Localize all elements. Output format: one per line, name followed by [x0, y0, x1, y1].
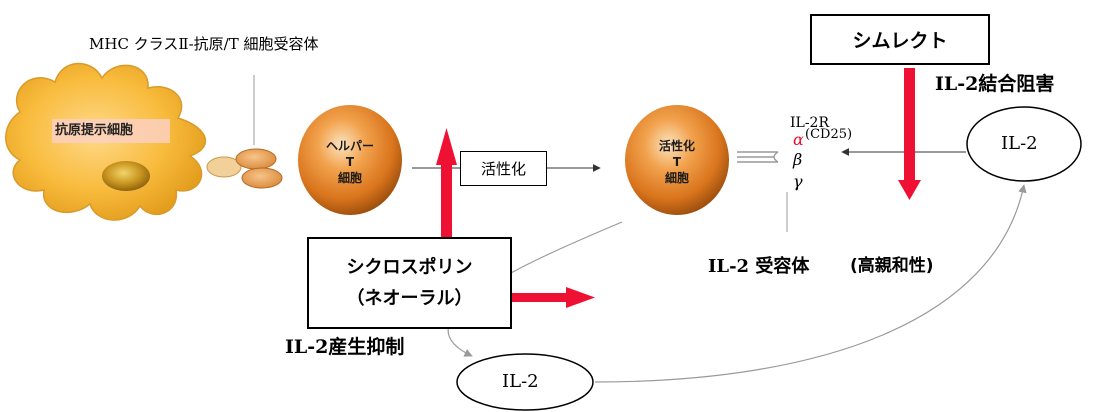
- cyclosporin-inhibition-arrow: [436, 128, 457, 240]
- helper-t-cell: [298, 105, 402, 215]
- il2-production-inhibition-label: IL-2産生抑制: [285, 336, 405, 358]
- cyclosporin-box: シクロスポリン （ネオーラル）: [307, 237, 512, 329]
- high-affinity-label: (高親和性): [850, 256, 934, 276]
- simulect-label: シムレクト: [852, 30, 948, 52]
- simulect-box: シムレクト: [810, 14, 990, 65]
- activation-box: 活性化: [460, 151, 547, 186]
- il2-top-label: IL-2: [1001, 133, 1038, 154]
- il2-receptor-label: IL-2 受容体: [708, 256, 810, 277]
- activated-t-line1: 活性化: [658, 139, 695, 153]
- mhc-tcr-complex: [206, 148, 283, 189]
- activated-t-cell: [625, 105, 729, 215]
- il2r-gamma: γ: [793, 172, 803, 191]
- cyclosporin-line1: シクロスポリン: [346, 256, 473, 278]
- mhc-complex-label: MHC クラスⅡ-抗原/T 細胞受容体: [89, 35, 319, 53]
- circulation-curve: [594, 184, 1027, 383]
- helper-t-cell-label: ヘルパー T 細胞: [318, 138, 382, 187]
- il2r-cd25: (CD25): [805, 127, 853, 142]
- il2-bottom-ellipse: [456, 353, 594, 411]
- antigen-presenting-cell: [5, 62, 207, 221]
- il2-binding-inhibition-label: IL-2結合阻害: [935, 73, 1055, 95]
- il2-top-ellipse: [966, 106, 1082, 182]
- activated-t-line2: T: [672, 155, 682, 170]
- cyclosporin-line2: （ネオーラル）: [346, 288, 473, 309]
- activated-t-line3: 細胞: [664, 171, 689, 186]
- il2r-beta: β: [793, 150, 803, 169]
- il2-production-inhibition-arrow: [512, 287, 595, 308]
- il2r-title: IL-2R: [790, 115, 830, 131]
- activated-t-cell-label: 活性化 T 細胞: [645, 138, 709, 187]
- activation-label: 活性化: [480, 160, 526, 178]
- simulect-inhibition-arrow: [898, 68, 921, 200]
- apc-label: 抗原提示細胞: [55, 123, 134, 138]
- il2r-alpha: α: [793, 130, 804, 149]
- helper-t-line3: 細胞: [337, 171, 362, 186]
- il2-receptor-lines: [737, 151, 779, 163]
- il2-bottom-label: IL-2: [502, 371, 539, 392]
- helper-t-line1: ヘルパー: [325, 139, 374, 153]
- helper-t-line2: T: [345, 155, 355, 170]
